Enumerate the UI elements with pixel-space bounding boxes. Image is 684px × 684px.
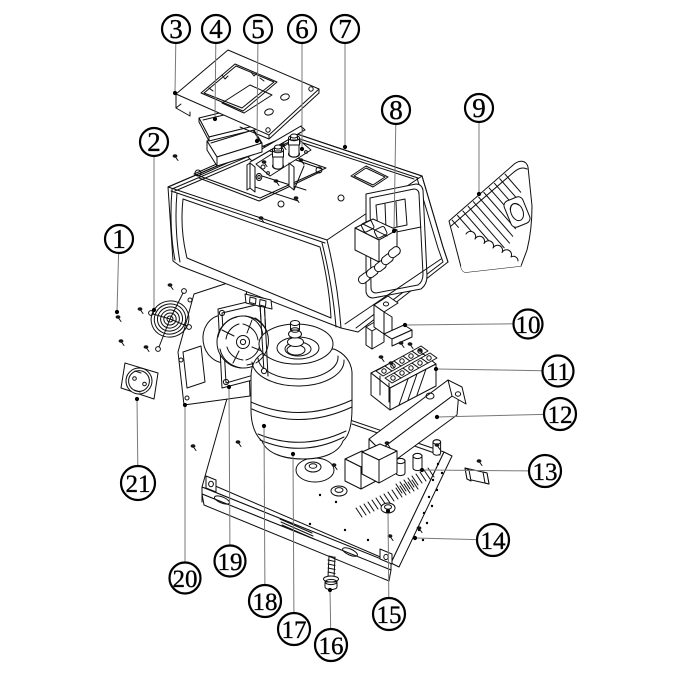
svg-text:11: 11 — [546, 359, 570, 386]
svg-text:2: 2 — [147, 127, 161, 157]
svg-text:9: 9 — [472, 93, 486, 123]
svg-text:14: 14 — [481, 528, 507, 555]
svg-text:16: 16 — [319, 633, 344, 660]
svg-text:3: 3 — [169, 14, 183, 44]
svg-text:17: 17 — [282, 617, 307, 644]
svg-text:5: 5 — [251, 14, 265, 44]
svg-text:12: 12 — [548, 402, 573, 429]
svg-text:13: 13 — [533, 459, 558, 486]
svg-text:20: 20 — [173, 566, 198, 593]
svg-text:7: 7 — [338, 14, 352, 44]
svg-text:1: 1 — [112, 224, 126, 254]
svg-text:19: 19 — [218, 549, 243, 576]
svg-text:21: 21 — [126, 471, 151, 498]
svg-text:4: 4 — [209, 14, 223, 44]
svg-text:6: 6 — [295, 14, 309, 44]
svg-text:8: 8 — [389, 95, 403, 125]
svg-text:15: 15 — [377, 602, 402, 629]
svg-text:18: 18 — [253, 589, 278, 616]
svg-text:10: 10 — [516, 312, 541, 339]
